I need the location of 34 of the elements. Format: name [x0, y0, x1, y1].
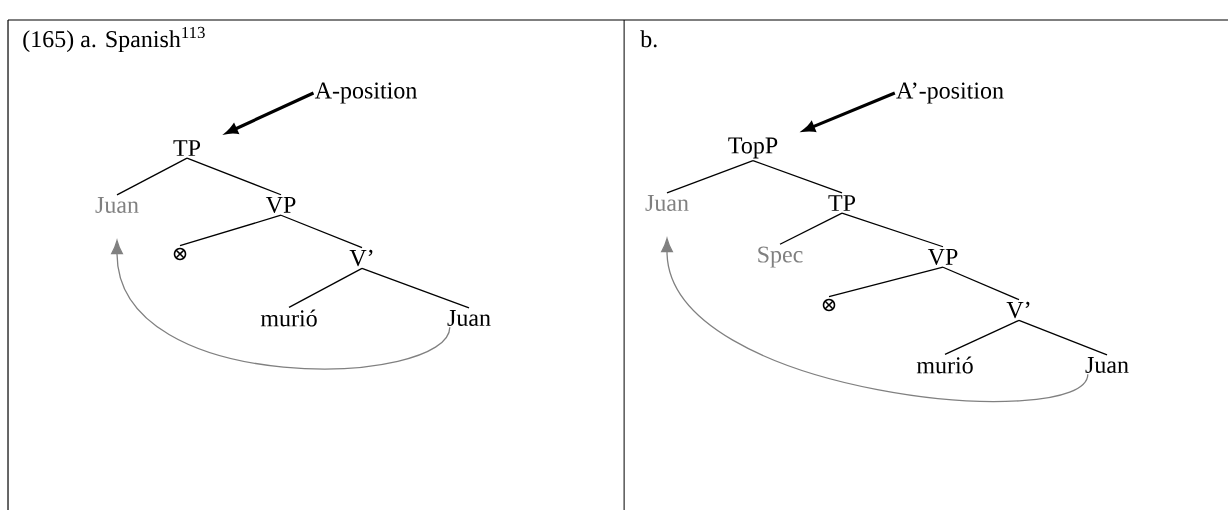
tree-label: Juan: [1085, 357, 1129, 373]
tree-branch: [779, 212, 843, 245]
tree-branch: [280, 214, 363, 249]
tree-label: VP: [265, 196, 296, 214]
null-symbol: ⊗: [822, 298, 836, 312]
tree-label: V’: [1006, 301, 1030, 319]
tree-label: VP: [927, 248, 958, 266]
trace-label: Juan: [645, 195, 689, 211]
trace-label: Juan: [95, 197, 139, 213]
tree-label: murió: [916, 356, 973, 374]
null-symbol: ⊗: [173, 247, 187, 261]
tree-branch: [942, 266, 1020, 301]
tree-label: TP: [828, 195, 856, 211]
tree-branch: [179, 214, 282, 247]
trace-label: Spec: [758, 246, 803, 268]
tree-branch: [288, 267, 363, 308]
tree-branch: [116, 157, 188, 196]
tree-branch: [752, 159, 843, 194]
movement-arrow: [661, 238, 1089, 402]
tree-label: A’-position: [896, 82, 1004, 104]
tree-label: TP: [173, 140, 201, 156]
tree-branch: [828, 266, 944, 298]
tree-label: V’: [349, 249, 373, 267]
tree-branch: [186, 157, 282, 196]
tree-label: Juan: [447, 310, 491, 326]
tree-label: murió: [260, 309, 317, 327]
tree-branch: [944, 319, 1020, 355]
tree-branch: [1018, 319, 1108, 356]
tree-label: TopP: [728, 137, 778, 159]
tree-branch: [666, 159, 754, 194]
tree-label: A-position: [314, 82, 417, 104]
movement-arrow: [111, 240, 451, 370]
tree-branch: [841, 212, 944, 248]
tree-branch: [361, 267, 470, 309]
